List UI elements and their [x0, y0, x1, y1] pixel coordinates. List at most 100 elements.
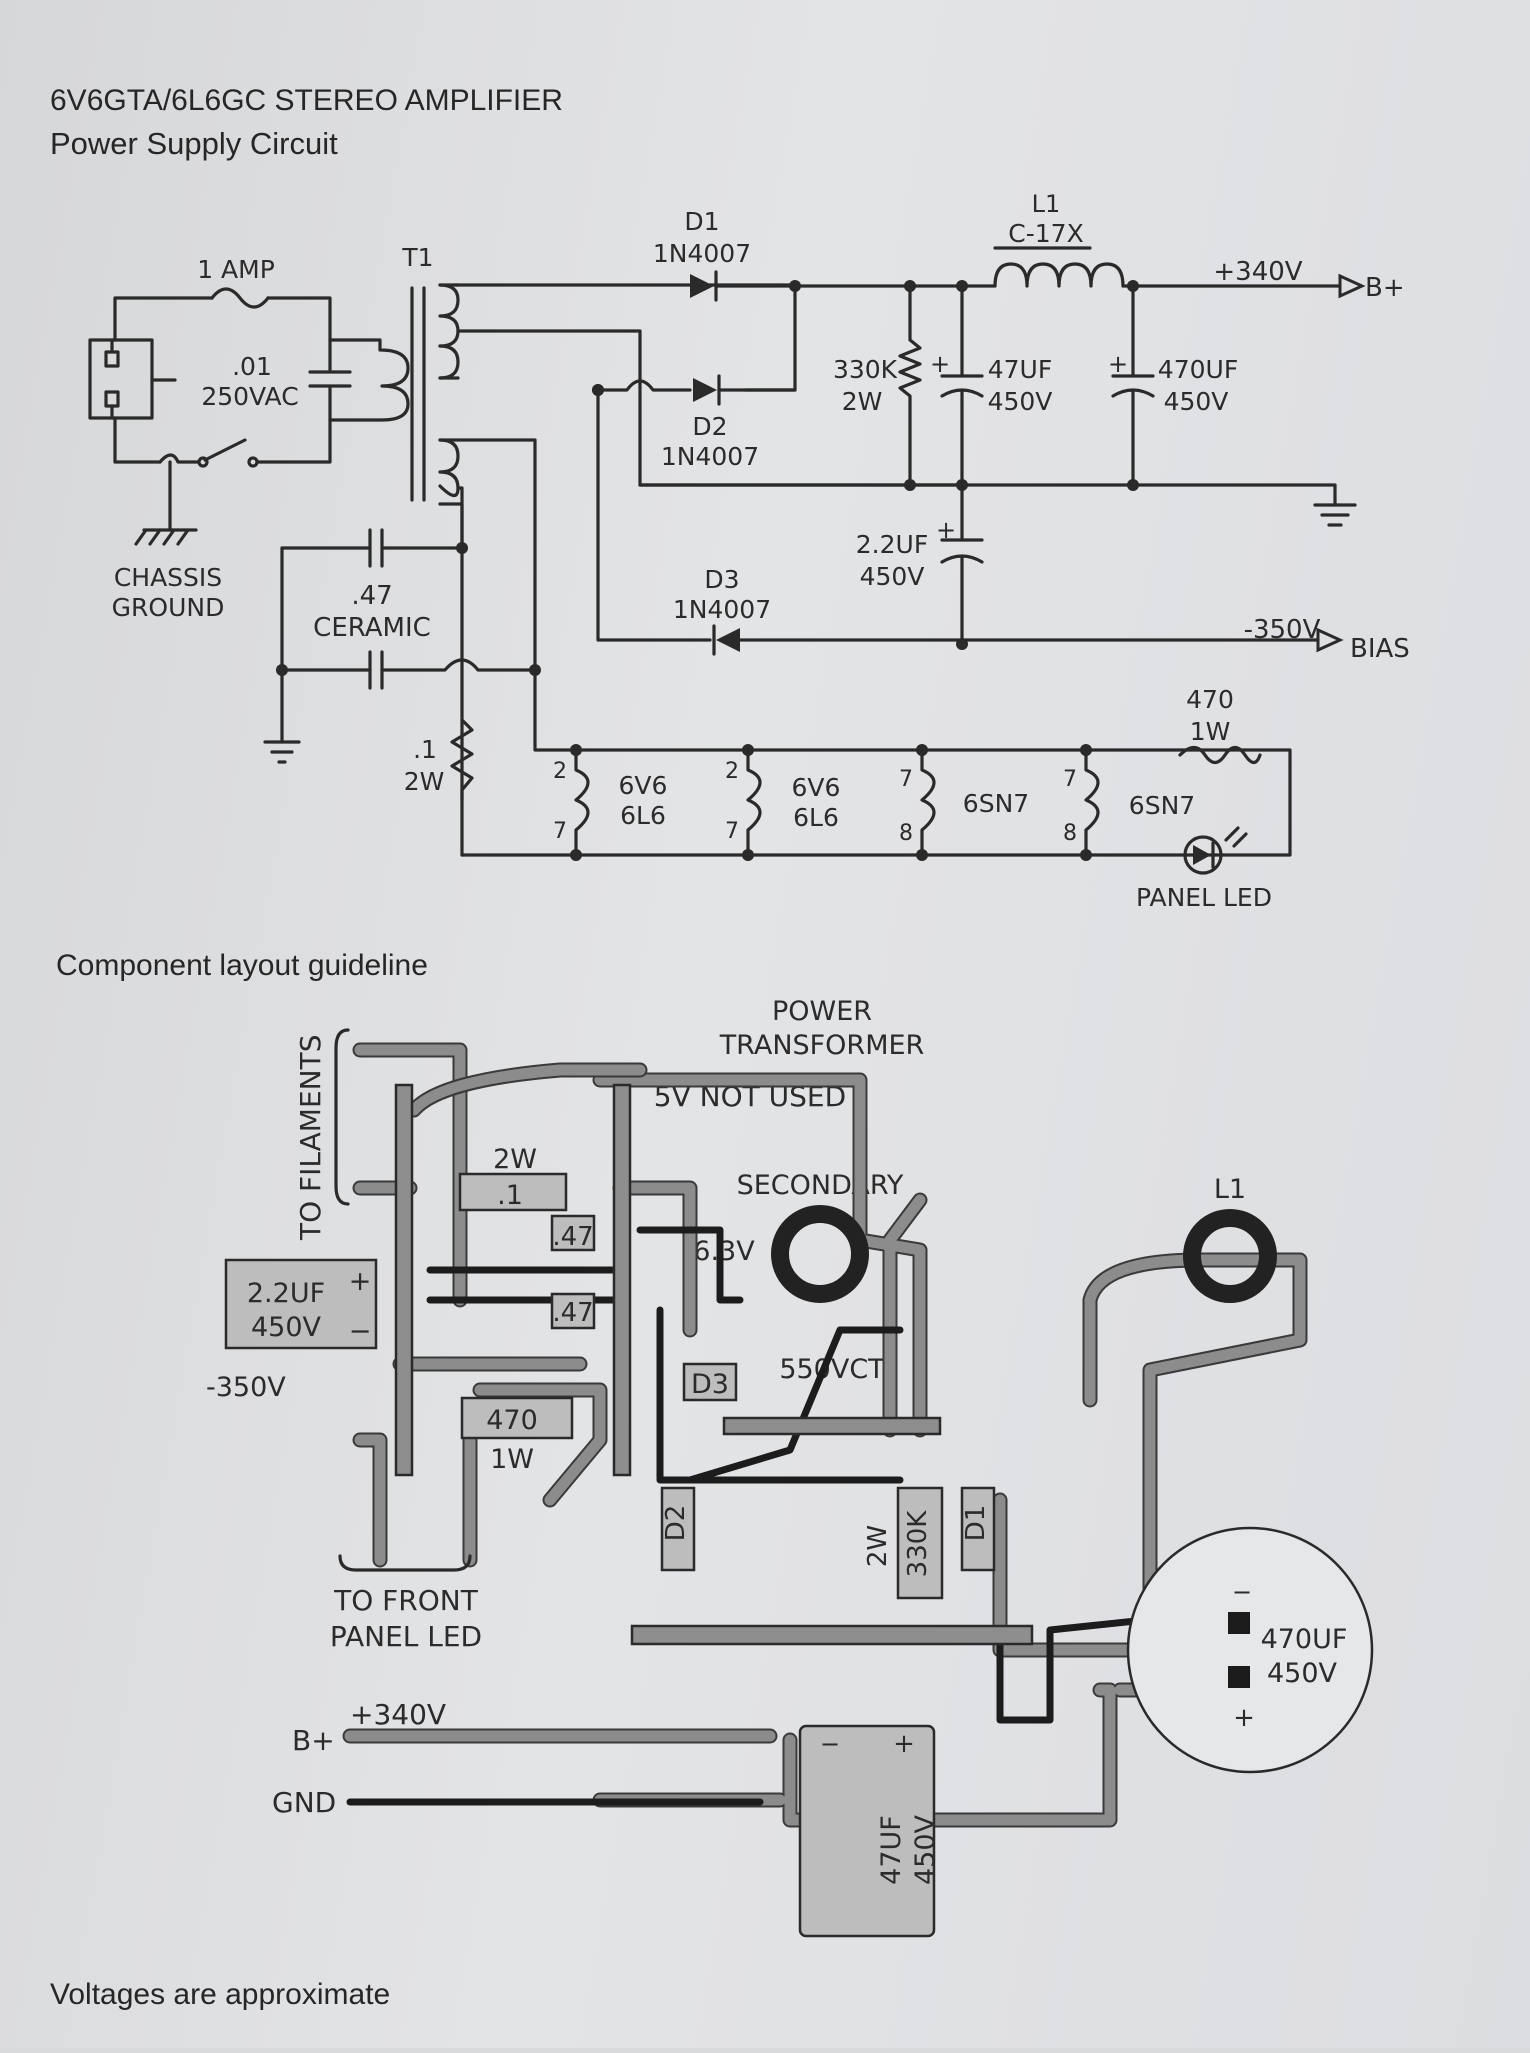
capacitor-primary-symbol: [308, 338, 352, 422]
tube4-pin8: 8: [1063, 821, 1077, 846]
r-led-value: 470: [1186, 685, 1234, 714]
mains-socket-symbol: [88, 338, 154, 420]
power-switch-symbol: [158, 418, 332, 468]
tube2-pin2: 2: [725, 759, 739, 784]
to-filaments-label: TO FILAMENTS: [294, 1035, 327, 1241]
c1-plus: +: [930, 350, 950, 378]
d3-part: 1N4007: [673, 595, 771, 624]
d3-ref: D3: [704, 565, 739, 594]
cap-470uf-minus: −: [1232, 1578, 1252, 1606]
cap-47uf-minus: −: [820, 1730, 840, 1758]
tube1-pin2: 2: [553, 759, 567, 784]
tube1-type-b: 6L6: [620, 801, 666, 830]
tube4-type: 6SN7: [1129, 791, 1195, 820]
plus-340-label: +340V: [350, 1698, 446, 1731]
tube2-pin7: 7: [725, 819, 739, 844]
cap-2-2uf-plus: +: [349, 1266, 372, 1297]
document-subtitle: Power Supply Circuit: [50, 126, 338, 161]
center-terminal-strip: [612, 1083, 632, 1477]
d1-part: 1N4007: [653, 239, 751, 268]
power-transformer-label-1: POWER: [772, 996, 872, 1027]
layout-diagram: POWER TRANSFORMER 5V NOT USED SECONDARY …: [206, 996, 1374, 1938]
power-transformer-label-2: TRANSFORMER: [719, 1030, 925, 1061]
transformer-label: T1: [401, 243, 433, 272]
tube3-pin7: 7: [899, 767, 913, 792]
cap-470uf-plus: +: [1233, 1703, 1255, 1733]
ceramic-cap-value: .47: [351, 581, 392, 611]
resistor-2w-power: 2W: [493, 1144, 537, 1175]
l1-part: C-17X: [1008, 219, 1083, 248]
r-bleeder-power: 2W: [842, 387, 883, 416]
d2-part: 1N4007: [661, 442, 759, 471]
ceramic-cap-b-body: [550, 1292, 596, 1330]
l1-layout-label: L1: [1214, 1174, 1246, 1205]
ceramic-cap-a-label: .47: [552, 1222, 593, 1252]
resistor-2w-value: .1: [497, 1180, 523, 1211]
bias-label: BIAS: [1350, 634, 1410, 664]
l1-ref: L1: [1032, 190, 1061, 218]
b-plus-layout-label: B+: [292, 1724, 335, 1757]
cap-2-2uf-body: [224, 1258, 378, 1350]
resistor-330k-power: 2W: [863, 1525, 893, 1567]
tube3-type: 6SN7: [963, 789, 1029, 818]
ceramic-cap-type: CERAMIC: [313, 613, 431, 643]
resistor-470-power: 1W: [490, 1444, 534, 1475]
resistor-330k-body: [896, 1486, 944, 1600]
cap-470uf-terminal-pos: [1228, 1666, 1250, 1688]
diode-d3-body: [682, 1362, 738, 1402]
lower-terminal-board: [630, 1624, 1034, 1646]
gnd-label: GND: [272, 1786, 336, 1819]
b-plus-label: B+: [1365, 273, 1405, 303]
tube2-type-b: 6L6: [793, 803, 839, 832]
inductor-l1-toroid: [1183, 1209, 1277, 1303]
document-title: 6V6GTA/6L6GC STEREO AMPLIFIER: [50, 84, 563, 117]
resistor-470-value: 470: [486, 1405, 538, 1436]
cap-47uf-value: 47UF: [876, 1815, 907, 1885]
c-bias-voltage: 450V: [860, 562, 925, 591]
fuse-symbol: [210, 287, 270, 309]
r-led-power: 1W: [1190, 717, 1231, 746]
b-plus-voltage: +340V: [1213, 257, 1302, 287]
cap-470uf-voltage: 450V: [1267, 1658, 1338, 1689]
r-fil-value: .1: [413, 735, 437, 764]
minus-350-label: -350V: [206, 1372, 286, 1403]
c2-value: 470UF: [1158, 355, 1238, 384]
tube2-type-a: 6V6: [792, 773, 841, 802]
r-bleeder-value: 330K: [833, 355, 898, 384]
ceramic-cap-b-label: .47: [552, 1298, 593, 1328]
fuse-label: 1 AMP: [197, 255, 275, 284]
panel-led-label: PANEL LED: [1136, 883, 1272, 912]
diode-d2-label: D2: [661, 1505, 691, 1542]
six-three-volt-label: 6.3V: [693, 1236, 755, 1267]
transformer-toroid: [771, 1205, 869, 1303]
chassis-ground-line1: CHASSIS: [114, 563, 222, 592]
diode-d2-body: [660, 1486, 696, 1572]
cap-primary-value: .01: [232, 352, 272, 381]
diode-d2-symbol: [693, 374, 721, 406]
c1-voltage: 450V: [988, 387, 1053, 416]
cap-470uf-body: [1126, 1526, 1374, 1774]
c1-value: 47UF: [988, 355, 1053, 384]
cap-2-2uf-value: 2.2UF: [247, 1278, 325, 1309]
c-bias-value: 2.2UF: [856, 530, 928, 559]
diode-d1-body: [960, 1486, 996, 1572]
d1-ref: D1: [684, 207, 719, 236]
diode-d3-symbol: [712, 624, 740, 656]
resistor-470-body: [460, 1396, 574, 1440]
bias-voltage: -350V: [1244, 615, 1321, 645]
tube3-pin8: 8: [899, 821, 913, 846]
r-fil-power: 2W: [404, 767, 445, 796]
left-terminal-strip: [394, 1083, 414, 1477]
cap-2-2uf-minus: −: [349, 1316, 372, 1347]
chassis-ground-line2: GROUND: [112, 593, 225, 622]
layout-heading: Component layout guideline: [56, 949, 428, 982]
tube1-pin7: 7: [553, 819, 567, 844]
inductor-l1-symbol: [993, 246, 1125, 288]
cap-470uf-value: 470UF: [1261, 1624, 1348, 1655]
cap-2-2uf-voltage: 450V: [251, 1312, 322, 1343]
ceramic-cap-a-body: [550, 1214, 596, 1252]
cap-47uf-voltage: 450V: [910, 1814, 941, 1885]
d2-ref: D2: [692, 412, 727, 441]
